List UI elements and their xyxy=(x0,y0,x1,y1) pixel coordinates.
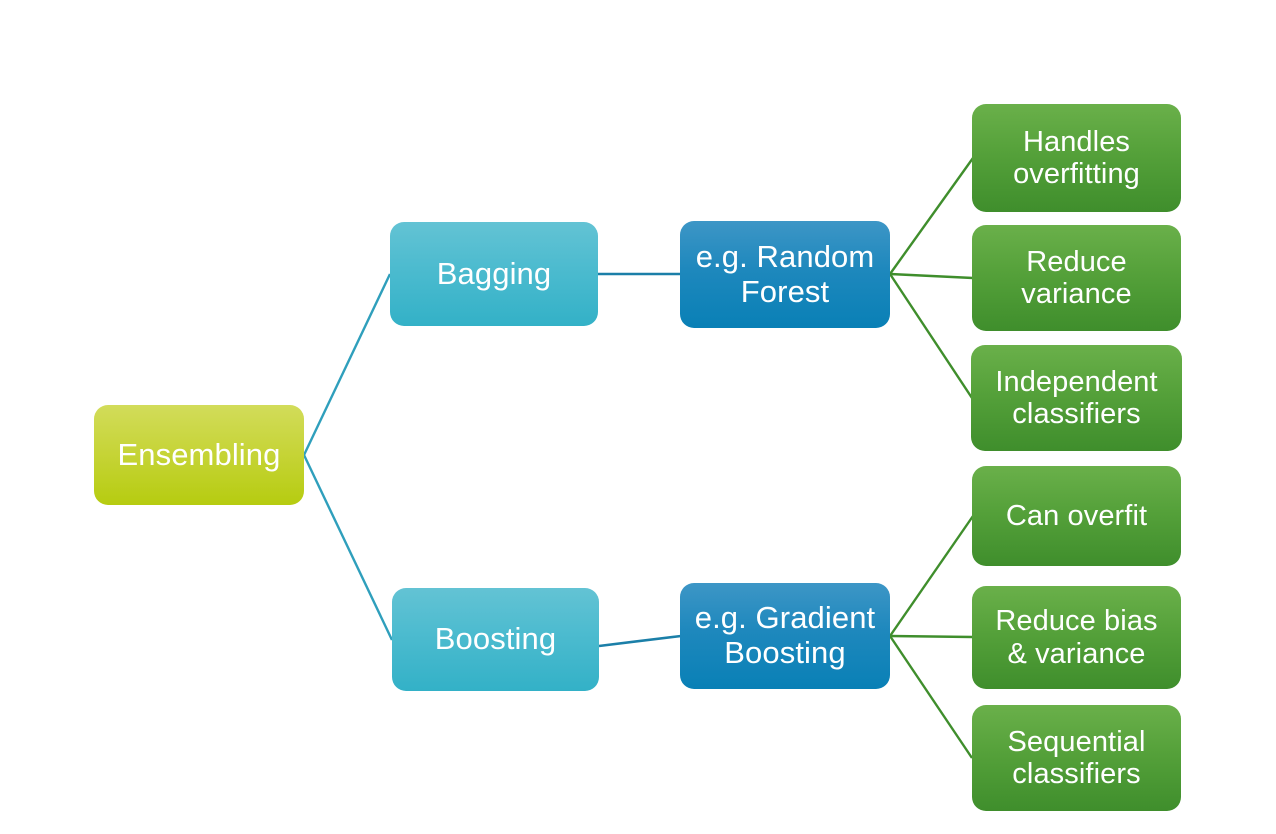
node-can-overfit[interactable]: Can overfit xyxy=(972,466,1181,566)
edge-root-to-boosting xyxy=(302,454,394,641)
node-sequential-classifiers-label: Sequential classifiers xyxy=(1007,725,1146,790)
node-gradient-boosting-label: e.g. Gradient Boosting xyxy=(694,600,876,670)
edge-gradient-boosting-to-sequential-classifiers xyxy=(889,635,973,759)
node-gradient-boosting[interactable]: e.g. Gradient Boosting xyxy=(680,583,890,689)
node-can-overfit-label: Can overfit xyxy=(1005,499,1148,532)
node-reduce-variance[interactable]: Reduce variance xyxy=(972,225,1181,331)
edge-boosting-to-gradient-boosting xyxy=(598,634,682,648)
edge-gradient-boosting-to-reduce-bias-variance xyxy=(889,634,974,639)
node-boosting[interactable]: Boosting xyxy=(392,588,599,691)
node-reduce-bias-variance-label: Reduce bias & variance xyxy=(995,605,1158,670)
edge-root-to-bagging xyxy=(302,273,392,456)
node-handles-overfitting[interactable]: Handles overfitting xyxy=(972,104,1181,212)
node-boosting-label: Boosting xyxy=(434,621,557,657)
node-random-forest[interactable]: e.g. Random Forest xyxy=(680,221,890,328)
node-bagging-label: Bagging xyxy=(436,255,552,291)
node-independent-classifiers[interactable]: Independent classifiers xyxy=(971,345,1182,451)
node-reduce-variance-label: Reduce variance xyxy=(1021,245,1132,310)
node-reduce-bias-variance[interactable]: Reduce bias & variance xyxy=(972,586,1181,689)
edge-gradient-boosting-to-can-overfit xyxy=(889,515,974,637)
edge-random-forest-to-reduce-variance xyxy=(889,272,974,280)
edge-random-forest-to-handles-overfitting xyxy=(889,157,974,275)
node-handles-overfitting-label: Handles overfitting xyxy=(1013,125,1140,190)
node-ensembling[interactable]: Ensembling xyxy=(94,405,304,505)
node-sequential-classifiers[interactable]: Sequential classifiers xyxy=(972,705,1181,811)
edge-random-forest-to-independent-classifiers xyxy=(888,273,974,399)
node-ensembling-label: Ensembling xyxy=(117,436,281,472)
node-random-forest-label: e.g. Random Forest xyxy=(695,238,875,309)
node-independent-classifiers-label: Independent classifiers xyxy=(995,365,1158,430)
node-bagging[interactable]: Bagging xyxy=(390,222,598,326)
